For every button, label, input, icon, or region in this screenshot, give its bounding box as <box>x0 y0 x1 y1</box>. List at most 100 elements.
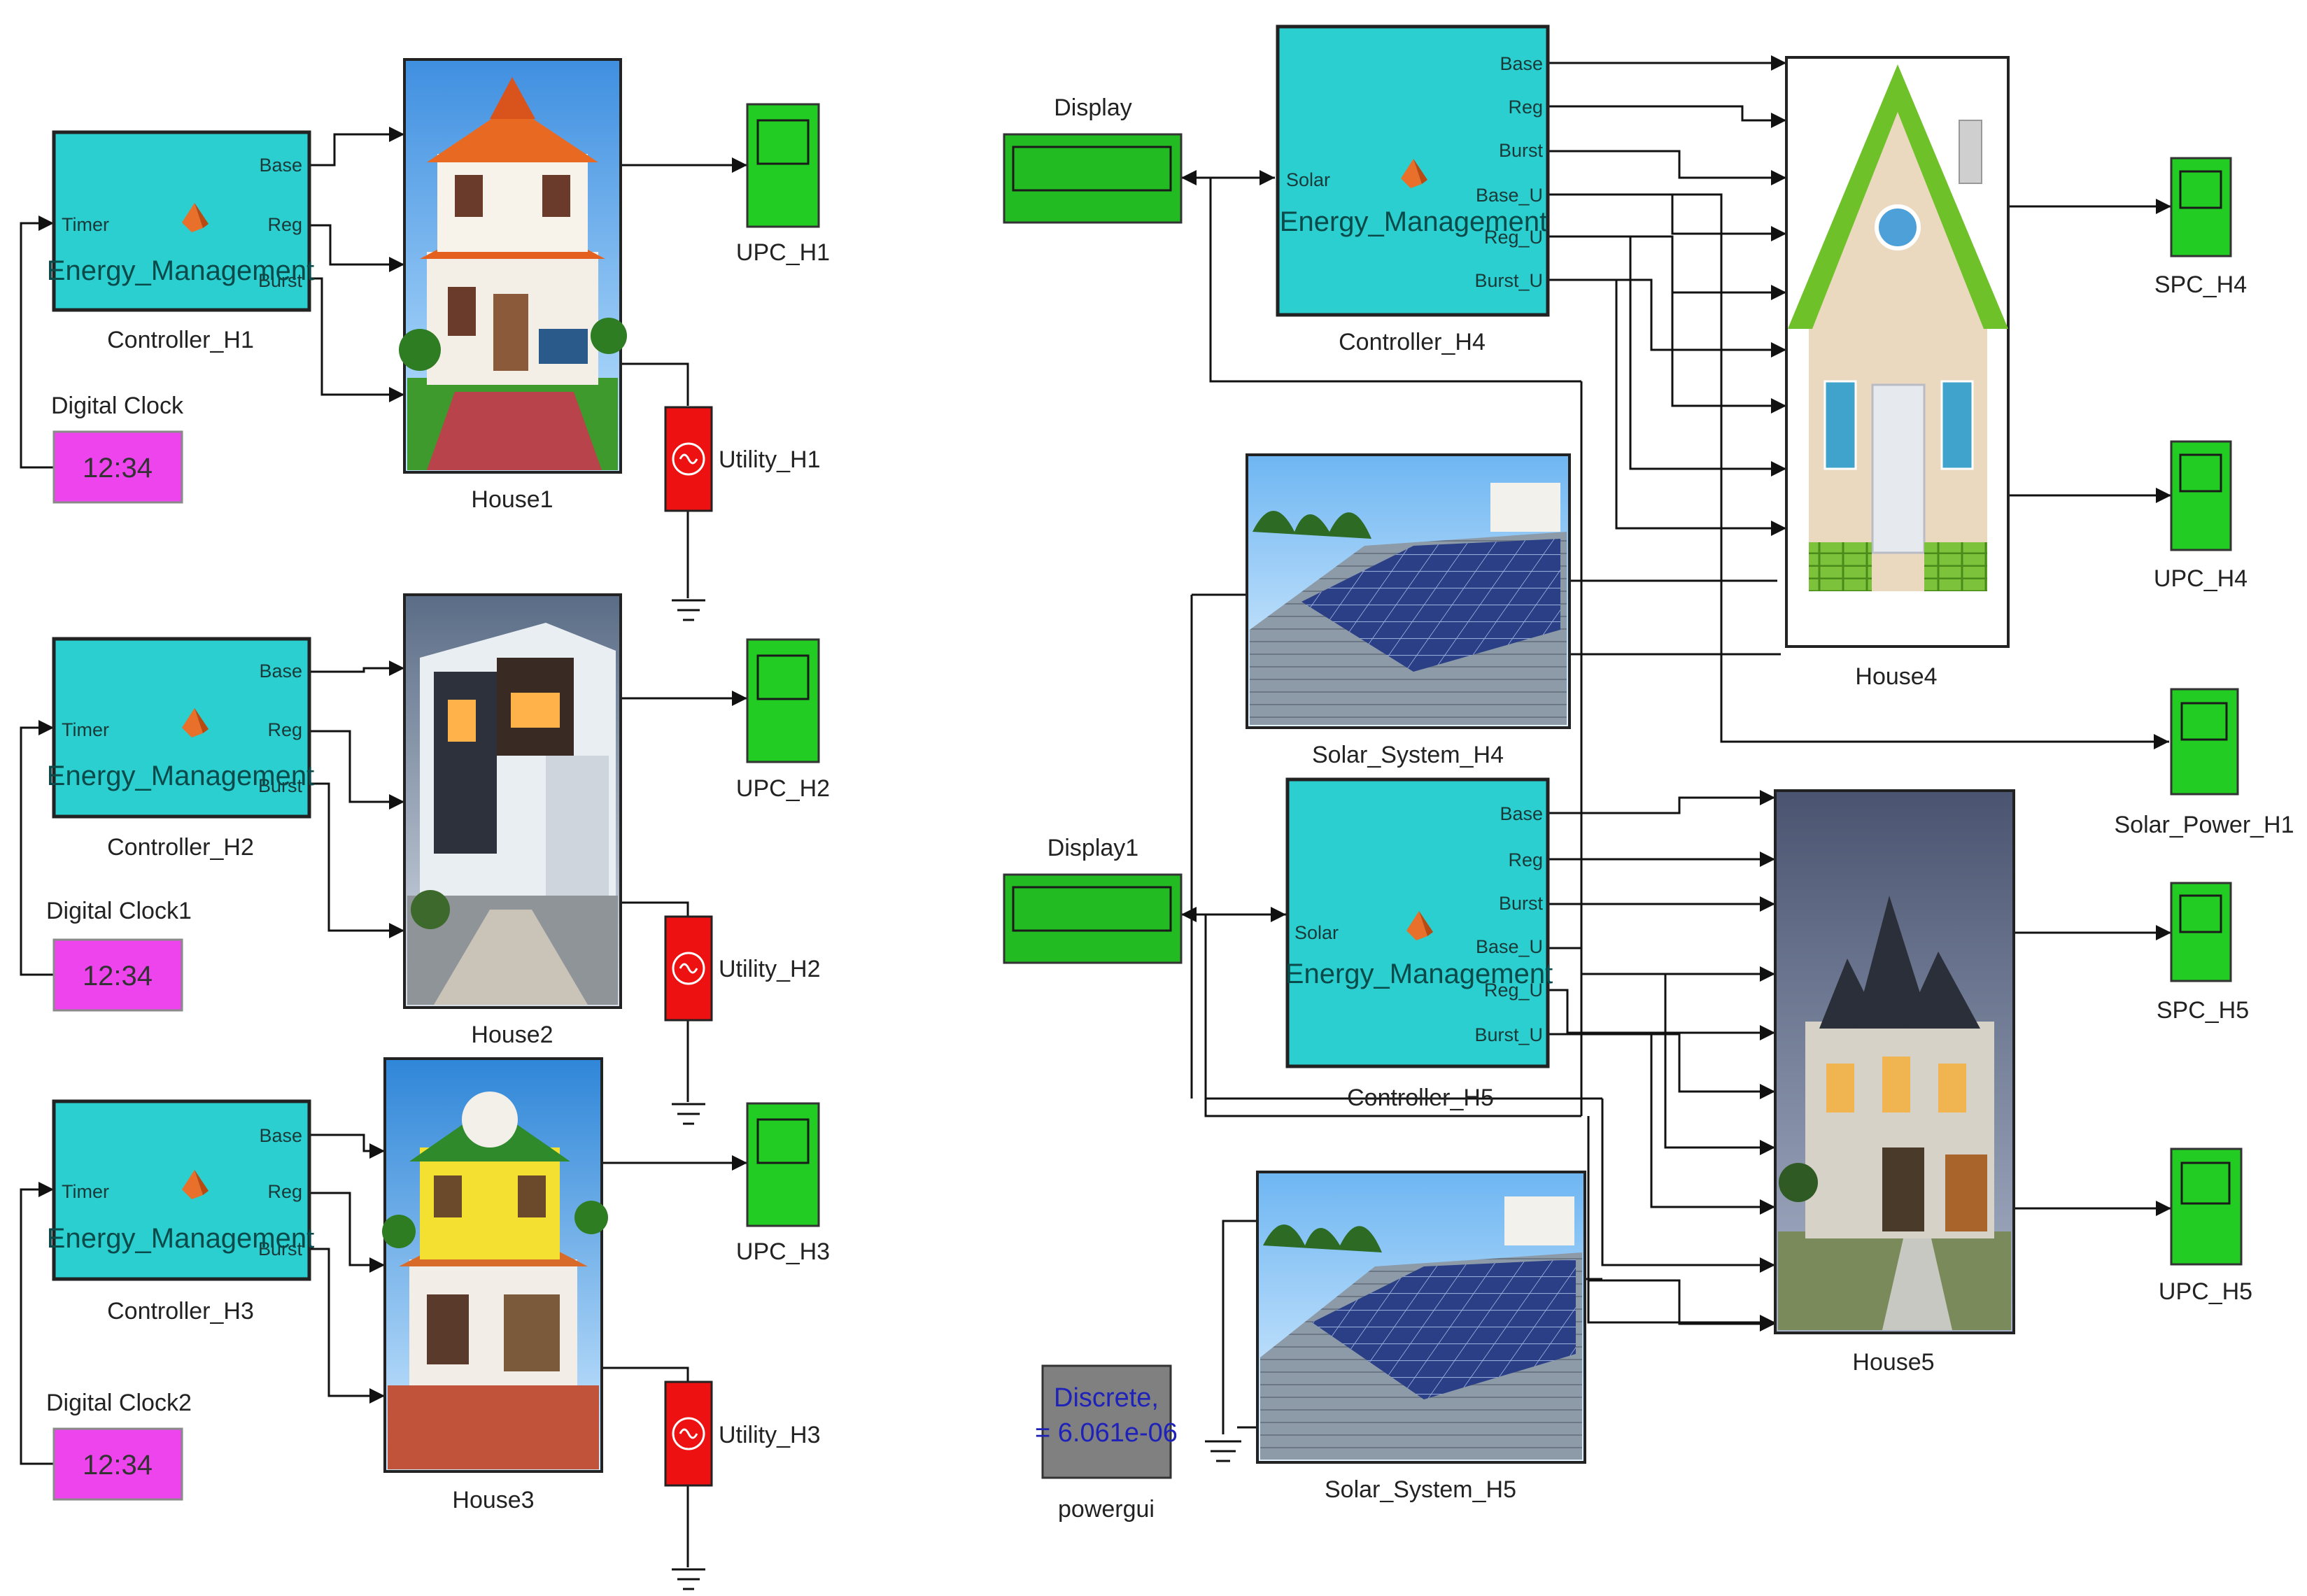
house4-illustration <box>1788 64 2008 591</box>
utility-label: Utility_H2 <box>719 956 820 982</box>
solar-system-h4-block[interactable]: Solar_System_H4 <box>1246 453 1571 768</box>
port-out-2: Burst <box>258 775 303 796</box>
digital-clock1-block[interactable]: Digital Clock1 12:34 <box>46 898 192 1012</box>
scope-solar-power-h1[interactable]: Solar_Power_H1 <box>2114 688 2294 838</box>
port-out-2: Burst <box>258 1238 303 1259</box>
controller-h5-block[interactable]: Solar Base Reg Burst Base_U Reg_U Burst_… <box>1285 777 1553 1111</box>
port-out-3: Base_U <box>1476 936 1543 957</box>
clock-time: 12:34 <box>83 1450 153 1481</box>
port-out-5: Burst_U <box>1474 270 1543 291</box>
scope-upc-h3[interactable]: UPC_H3 <box>736 1102 830 1265</box>
house-label: House5 <box>1852 1349 1934 1376</box>
powergui-block[interactable]: Discrete, = 6.061e-06 powergui <box>1035 1364 1178 1523</box>
controller-title: Energy_Management <box>47 255 314 286</box>
house4-block[interactable]: House4 <box>1785 56 2010 690</box>
house3-illustration <box>382 1092 608 1469</box>
utility-h1-block[interactable]: Utility_H1 <box>664 406 820 621</box>
digital-clock2-block[interactable]: Digital Clock2 12:34 <box>46 1390 192 1501</box>
clock-label: Digital Clock2 <box>46 1390 192 1416</box>
scope-label: UPC_H2 <box>736 775 830 802</box>
house-label: House4 <box>1855 663 1937 690</box>
house2-block[interactable]: House2 <box>403 593 622 1048</box>
port-out-4: Reg_U <box>1484 980 1543 1001</box>
solar-panel-illustration <box>1260 1196 1582 1460</box>
clock-time: 12:34 <box>83 961 153 991</box>
controller-h1-block[interactable]: Timer Base Reg Burst Energy_Management C… <box>47 130 314 353</box>
house1-block[interactable]: House1 <box>399 58 627 513</box>
port-out-0: Base <box>259 155 302 176</box>
solar-panel-illustration <box>1250 483 1567 725</box>
house2-illustration <box>407 623 618 1005</box>
port-out-1: Reg <box>267 214 302 235</box>
ac-source-icon <box>672 952 705 985</box>
powergui-line2: = 6.061e-06 <box>1035 1418 1178 1448</box>
scope-label: UPC_H1 <box>736 239 830 266</box>
port-out-5: Burst_U <box>1474 1024 1543 1045</box>
house5-block[interactable]: House5 <box>1774 789 2015 1376</box>
house5-illustration <box>1778 896 2011 1330</box>
ac-source-icon <box>672 442 705 476</box>
port-out-0: Base <box>259 661 302 682</box>
controller-h2-block[interactable]: Timer Base Reg Burst Energy_Management C… <box>47 637 314 861</box>
controller-h4-block[interactable]: Solar Base Reg Burst Base_U Reg_U Burst_… <box>1276 24 1550 355</box>
scope-upc-h4[interactable]: UPC_H4 <box>2154 440 2248 592</box>
port-in: Solar <box>1294 922 1339 943</box>
powergui-line1: Discrete, <box>1054 1383 1159 1413</box>
scope-upc-h2[interactable]: UPC_H2 <box>736 638 830 802</box>
matlab-function-icon <box>182 1170 209 1199</box>
scope-upc-h1[interactable]: UPC_H1 <box>736 103 830 266</box>
ac-source-icon <box>672 1417 705 1450</box>
port-out-0: Base <box>1500 53 1543 74</box>
scope-label: UPC_H5 <box>2159 1278 2252 1305</box>
matlab-function-icon <box>182 203 209 232</box>
scope-label: SPC_H5 <box>2157 997 2249 1024</box>
scope-spc-h4[interactable]: SPC_H4 <box>2154 157 2247 298</box>
house3-block[interactable]: House3 <box>382 1057 608 1513</box>
controller-label: Controller_H4 <box>1339 329 1486 355</box>
controller-label: Controller_H1 <box>107 327 254 353</box>
scope-upc-h5[interactable]: UPC_H5 <box>2159 1147 2252 1305</box>
house-label: House3 <box>452 1487 534 1513</box>
controller-h3-block[interactable]: Timer Base Reg Burst Energy_Management C… <box>47 1099 314 1325</box>
port-out-4: Reg_U <box>1484 227 1543 248</box>
scope-label: Solar_Power_H1 <box>2114 812 2294 838</box>
matlab-function-icon <box>1406 911 1433 940</box>
ground-icon <box>1205 1440 1241 1462</box>
clock-time: 12:34 <box>83 453 153 483</box>
solar-label: Solar_System_H4 <box>1312 742 1504 768</box>
ground-icon <box>672 1103 705 1125</box>
port-out-0: Base <box>259 1125 302 1146</box>
scope-label: SPC_H4 <box>2154 271 2247 298</box>
port-out-1: Reg <box>1508 97 1543 118</box>
controller-label: Controller_H3 <box>107 1298 254 1325</box>
display-label: Display1 <box>1047 835 1138 861</box>
matlab-function-icon <box>1401 159 1427 188</box>
utility-label: Utility_H1 <box>719 446 820 473</box>
solar-system-h5-block[interactable]: Solar_System_H5 <box>1205 1171 1586 1503</box>
house-label: House2 <box>471 1022 553 1048</box>
controller-label: Controller_H5 <box>1347 1085 1494 1111</box>
utility-h3-block[interactable]: Utility_H3 <box>664 1380 820 1590</box>
controller-label: Controller_H2 <box>107 834 254 861</box>
display-block[interactable]: Display <box>1003 94 1183 224</box>
digital-clock-block[interactable]: Digital Clock 12:34 <box>51 393 184 504</box>
port-out-0: Base <box>1500 803 1543 824</box>
port-out-1: Reg <box>267 1181 302 1202</box>
port-in: Timer <box>62 1181 109 1202</box>
house1-illustration <box>399 77 627 470</box>
clock-label: Digital Clock1 <box>46 898 192 924</box>
port-out-2: Burst <box>1499 140 1544 161</box>
port-out-3: Base_U <box>1476 185 1543 206</box>
port-in: Timer <box>62 719 109 740</box>
controller-title: Energy_Management <box>47 1223 314 1254</box>
utility-h2-block[interactable]: Utility_H2 <box>664 915 820 1125</box>
utility-label: Utility_H3 <box>719 1422 820 1448</box>
scope-spc-h5[interactable]: SPC_H5 <box>2157 882 2249 1024</box>
ground-icon <box>672 599 705 621</box>
scope-label: UPC_H4 <box>2154 565 2248 592</box>
port-in: Timer <box>62 214 109 235</box>
port-in: Solar <box>1286 169 1330 190</box>
solar-label: Solar_System_H5 <box>1325 1476 1516 1503</box>
display1-block[interactable]: Display1 <box>1003 835 1183 964</box>
controller-title: Energy_Management <box>1285 959 1553 989</box>
